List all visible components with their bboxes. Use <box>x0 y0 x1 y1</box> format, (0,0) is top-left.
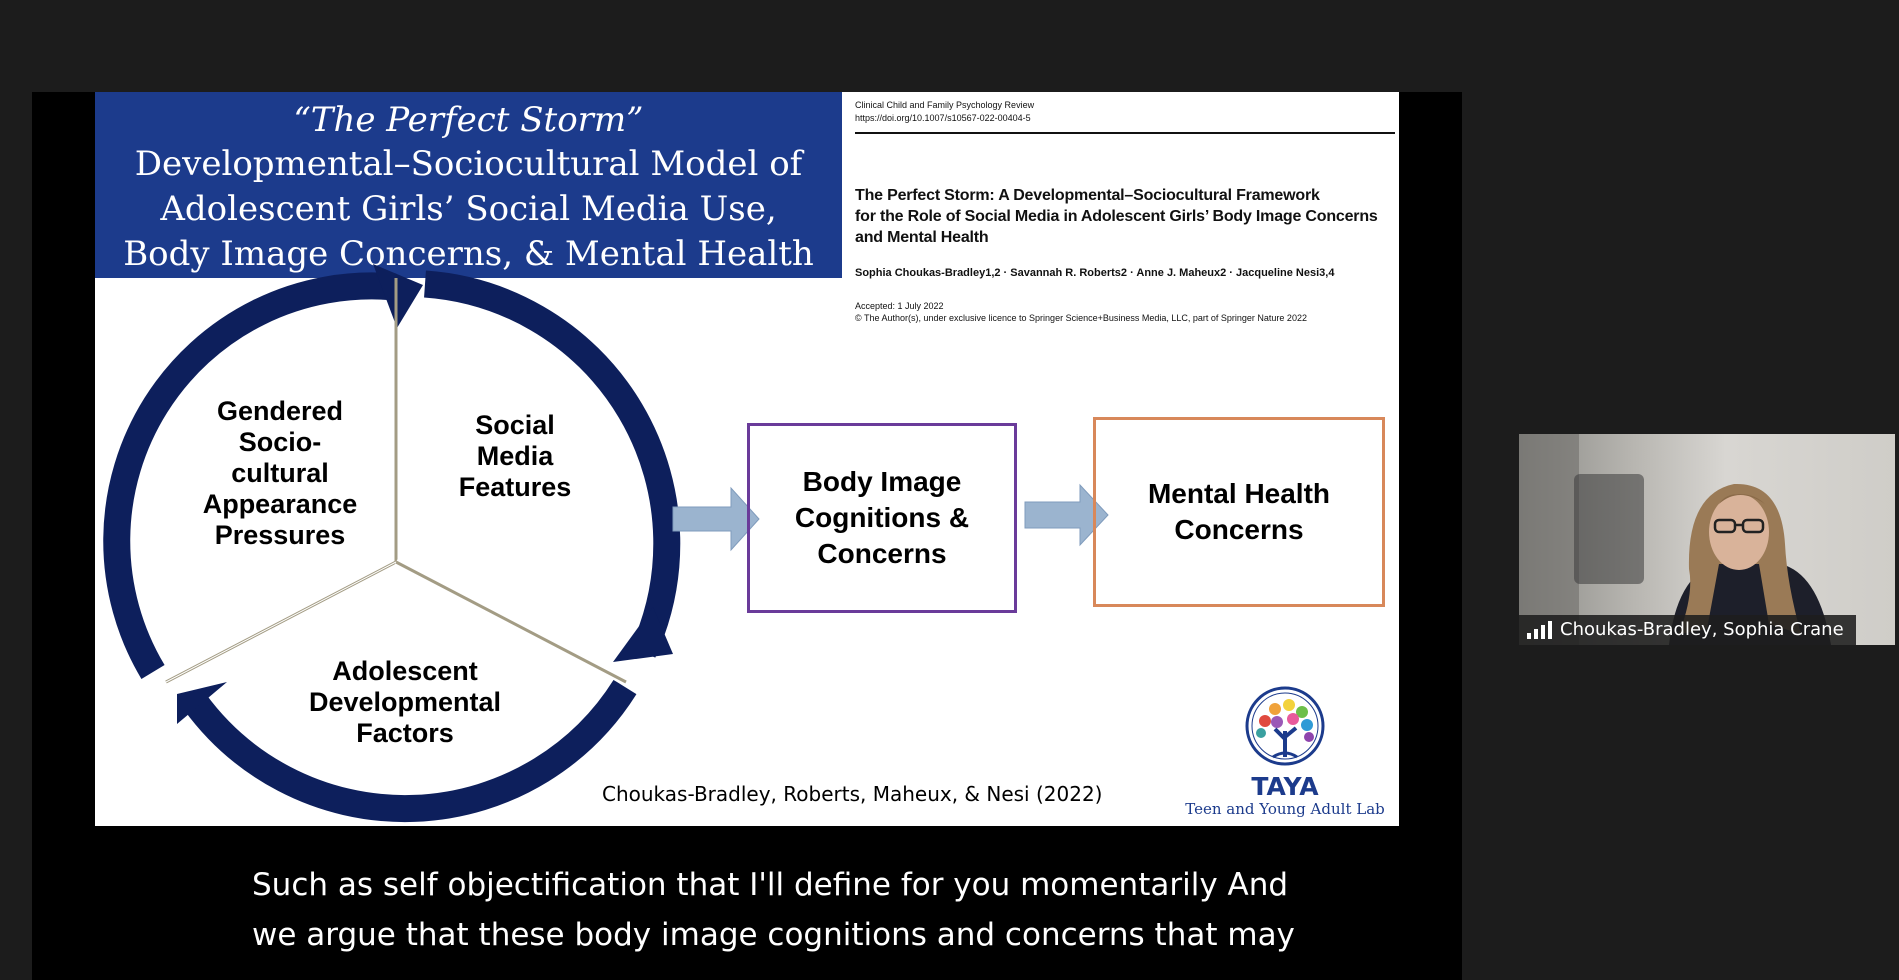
label-line: Socio- <box>238 427 322 457</box>
paper-accepted-date: Accepted: 1 July 2022 <box>855 301 944 311</box>
cycle-arrowhead-right <box>613 607 673 662</box>
label-line: Social <box>475 410 555 440</box>
cycle-divider <box>395 560 627 684</box>
participant-name-text: Choukas-Bradley, Sophia Crane <box>1560 619 1844 640</box>
cycle-arc-left <box>103 272 397 679</box>
presentation-slide: “The Perfect Storm” Developmental–Socioc… <box>95 92 1399 826</box>
participant-video-tile[interactable]: Choukas-Bradley, Sophia Crane <box>1519 434 1895 645</box>
box-line: Concerns <box>1174 514 1304 545</box>
paper-title: The Perfect Storm: A Developmental–Socio… <box>855 185 1395 248</box>
label-line: Media <box>476 441 554 471</box>
slide-title-line: Adolescent Girls’ Social Media Use, <box>160 189 777 229</box>
box-line: Mental Health <box>1147 478 1331 509</box>
box-line: Cognitions & <box>794 502 970 533</box>
paper-doi: https://doi.org/10.1007/s10567-022-00404… <box>855 113 1031 123</box>
box-line: Body Image <box>802 466 962 497</box>
paper-header-excerpt: Clinical Child and Family Psychology Rev… <box>855 92 1399 332</box>
header-rule <box>855 132 1395 134</box>
box-line: Concerns <box>817 538 947 569</box>
label-line: Gendered <box>216 396 344 426</box>
flow-arrow-1 <box>672 486 760 552</box>
cycle-label-social-media: Social Media Features <box>440 410 590 503</box>
caption-line: Such as self objectification that I'll d… <box>252 867 1289 903</box>
cycle-arrowhead-bottom <box>177 682 227 724</box>
label-line: Developmental <box>308 687 502 717</box>
cycle-label-developmental: Adolescent Developmental Factors <box>285 656 525 749</box>
slide-title-line: Body Image Concerns, & Mental Health <box>123 234 814 274</box>
cycle-arc-right <box>424 270 681 658</box>
label-line: Pressures <box>214 520 346 550</box>
caption-line: we argue that these body image cognition… <box>252 917 1295 953</box>
slide-citation: Choukas-Bradley, Roberts, Maheux, & Nesi… <box>602 782 1103 806</box>
logo-name: TAYA <box>1251 772 1319 801</box>
label-line: cultural <box>231 458 329 488</box>
cycle-arc-bottom <box>184 679 637 823</box>
cycle-diagram <box>103 264 1109 823</box>
label-line: Appearance <box>202 489 358 519</box>
paper-authors: Sophia Choukas-Bradley1,2 · Savannah R. … <box>855 267 1335 279</box>
taya-logo: TAYA Teen and Young Adult Lab <box>1185 685 1385 818</box>
paper-title-line: The Perfect Storm: A Developmental–Socio… <box>855 187 1320 204</box>
paper-title-line: and Mental Health <box>855 229 989 246</box>
slide-title-box: “The Perfect Storm” Developmental–Socioc… <box>95 92 842 278</box>
tree-logo-icon <box>1245 686 1325 766</box>
cycle-arrowhead-left <box>373 264 423 328</box>
slide-title-quote: “The Perfect Storm” <box>293 100 644 140</box>
live-caption: Such as self objectification that I'll d… <box>252 860 1295 960</box>
participant-video-feed <box>1519 434 1831 645</box>
body-image-box: Body Image Cognitions & Concerns <box>747 423 1017 613</box>
journal-name: Clinical Child and Family Psychology Rev… <box>855 100 1035 110</box>
connection-signal-icon <box>1527 621 1552 639</box>
slide-title-line: Developmental–Sociocultural Model of <box>134 144 803 184</box>
label-line: Factors <box>356 718 454 748</box>
participant-name-label: Choukas-Bradley, Sophia Crane <box>1519 615 1856 645</box>
label-line: Features <box>458 472 572 502</box>
cycle-divider <box>165 561 397 683</box>
paper-title-line: for the Role of Social Media in Adolesce… <box>855 208 1378 225</box>
mental-health-box: Mental Health Concerns <box>1093 417 1385 607</box>
cycle-label-sociocultural: Gendered Socio- cultural Appearance Pres… <box>185 396 375 551</box>
paper-copyright: © The Author(s), under exclusive licence… <box>855 313 1307 323</box>
label-line: Adolescent <box>332 656 478 686</box>
logo-subtitle: Teen and Young Adult Lab <box>1185 800 1385 818</box>
